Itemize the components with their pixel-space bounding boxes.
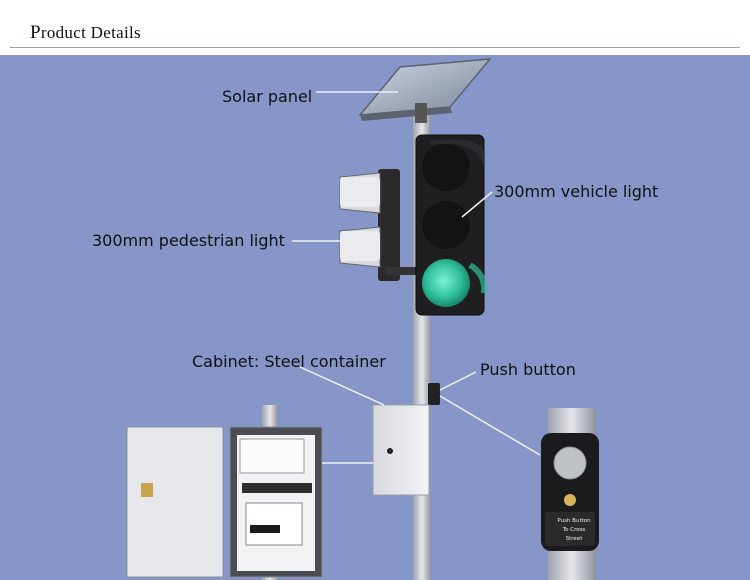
pedestrian-light [339, 169, 430, 281]
vehicle-light [415, 134, 488, 316]
product-photo: Push Button To Cross Street Solar panel … [0, 55, 750, 580]
push-button-plate-line2: To Cross [562, 527, 586, 533]
push-button-plate-line3: Street [566, 536, 584, 542]
label-cabinet: Cabinet: Steel container [192, 352, 386, 371]
cabinet-steel-container [372, 404, 430, 496]
push-button-unit [428, 383, 440, 405]
header-divider [10, 47, 740, 48]
label-pedestrian-light: 300mm pedestrian light [92, 231, 285, 250]
label-vehicle-light: 300mm vehicle light [494, 182, 659, 201]
label-push-button: Push button [480, 360, 576, 379]
page-title: Product Details [30, 22, 141, 43]
callout-lines [292, 91, 541, 464]
label-solar-panel: Solar panel [222, 87, 313, 106]
solar-panel [358, 58, 492, 123]
push-button-closeup: Push Button To Cross Street [541, 408, 599, 580]
page-header: Product Details [0, 0, 750, 50]
push-button-plate-line1: Push Button [557, 518, 591, 524]
traffic-light-illustration: Push Button To Cross Street [126, 58, 599, 580]
open-cabinet-detail [126, 405, 323, 580]
